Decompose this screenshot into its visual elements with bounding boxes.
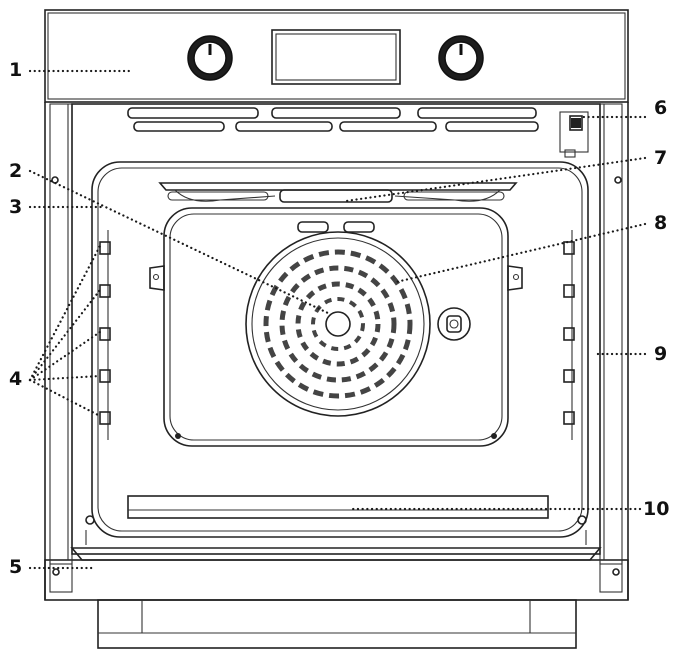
callout-1: 1 — [9, 59, 22, 81]
display-window — [271, 29, 401, 85]
callout-8: 8 — [654, 212, 667, 234]
callout-3: 3 — [9, 196, 22, 218]
grill-element — [158, 182, 518, 203]
lamp-bracket — [559, 111, 589, 158]
leader-lines — [28, 69, 647, 570]
convection-fan — [245, 231, 431, 417]
callout-2: 2 — [9, 160, 22, 182]
left-knob — [187, 35, 233, 81]
oven-base — [97, 599, 577, 649]
bottom-tray — [127, 495, 549, 519]
right-shelf-supports — [563, 230, 575, 440]
callout-7: 7 — [654, 147, 667, 169]
door-hinge-strip — [44, 547, 629, 601]
back-panel — [149, 207, 523, 447]
temperature-sensor — [437, 307, 471, 341]
right-knob — [438, 35, 484, 81]
callout-9: 9 — [654, 343, 667, 365]
callout-5: 5 — [9, 556, 22, 578]
oven-frame — [44, 102, 629, 600]
control-panel — [44, 9, 629, 103]
left-shelf-supports — [99, 230, 111, 440]
oven-cavity — [71, 103, 601, 555]
callout-4: 4 — [9, 368, 22, 390]
callout-10: 10 — [643, 498, 669, 520]
callout-labels: 1 2 3 4 5 6 7 8 9 10 — [9, 59, 669, 578]
callout-6: 6 — [654, 97, 667, 119]
